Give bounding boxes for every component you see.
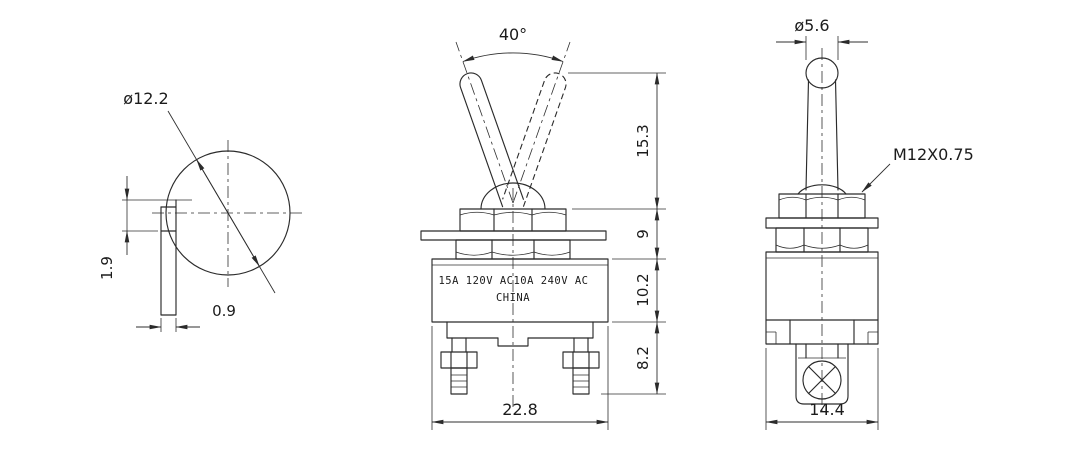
origin-text: CHINA [496,292,530,304]
bushing-dome [480,182,546,210]
dim-throw-angle-label: 40° [499,25,527,44]
dim-body-width: 22.8 [431,326,609,430]
side-toggle-lever [805,57,839,191]
side-terminal-screw [795,343,849,405]
dim-diameter-label: ø12.2 [123,89,168,108]
dim-chain-vertical: 15.3 9 10.2 8.2 [568,72,666,395]
dim-body-depth: 14.4 [765,348,879,430]
dim-body-depth-label: 14.4 [809,400,845,419]
rating-left-text: 15A 120V AC [438,275,513,287]
toggle-lever [459,72,524,208]
screw-head-cross [808,366,836,394]
rating-right-text: 10A 240V AC [513,275,588,287]
side-lower-hex-nut [775,227,869,253]
dim-tab-width-label: 0.9 [212,302,236,320]
bottom-flange [446,321,594,347]
switch-body: 15A 120V AC 10A 240V AC CHINA [431,258,609,323]
side-mounting-plate [765,217,879,229]
dim-tab-width: 0.9 [136,302,236,332]
dim-body-height-label: 10.2 [634,273,652,306]
key-tab-profile [160,199,177,316]
thread-callout: M12X0.75 [861,145,974,193]
dim-throw-angle: 40° [462,25,564,62]
left-view-mounting-hole: ø12.2 1.9 0.9 [98,89,306,332]
dim-terminal-height-label: 8.2 [634,346,652,370]
side-bushing-dome [797,184,847,195]
lever-axis-right [512,41,571,204]
dim-lever-diameter: ø5.6 [776,16,868,60]
side-switch-body [765,251,879,345]
dim-bushing-height-label: 9 [634,229,652,239]
dim-lever-diameter-label: ø5.6 [794,16,829,35]
dim-lever-height-label: 15.3 [634,124,652,157]
dim-tab-height: 1.9 [98,176,192,280]
dim-tab-height-label: 1.9 [98,256,116,280]
screw-terminal-right [562,337,600,395]
front-view: 40° 15A 120V AC 10A 240V AC CHINA [420,25,666,430]
screw-head-circle [802,360,842,400]
dim-diameter: ø12.2 [123,89,276,294]
mounting-hole-circle [165,150,291,276]
lever-axis-left [455,41,514,204]
mounting-plate [420,230,607,241]
toggle-lever-alternate-position [502,72,567,207]
thread-spec-label: M12X0.75 [893,145,974,164]
dim-body-width-label: 22.8 [502,400,538,419]
screw-terminal-left [440,337,478,395]
side-view: ø5.6 M12X0.75 [765,16,974,430]
